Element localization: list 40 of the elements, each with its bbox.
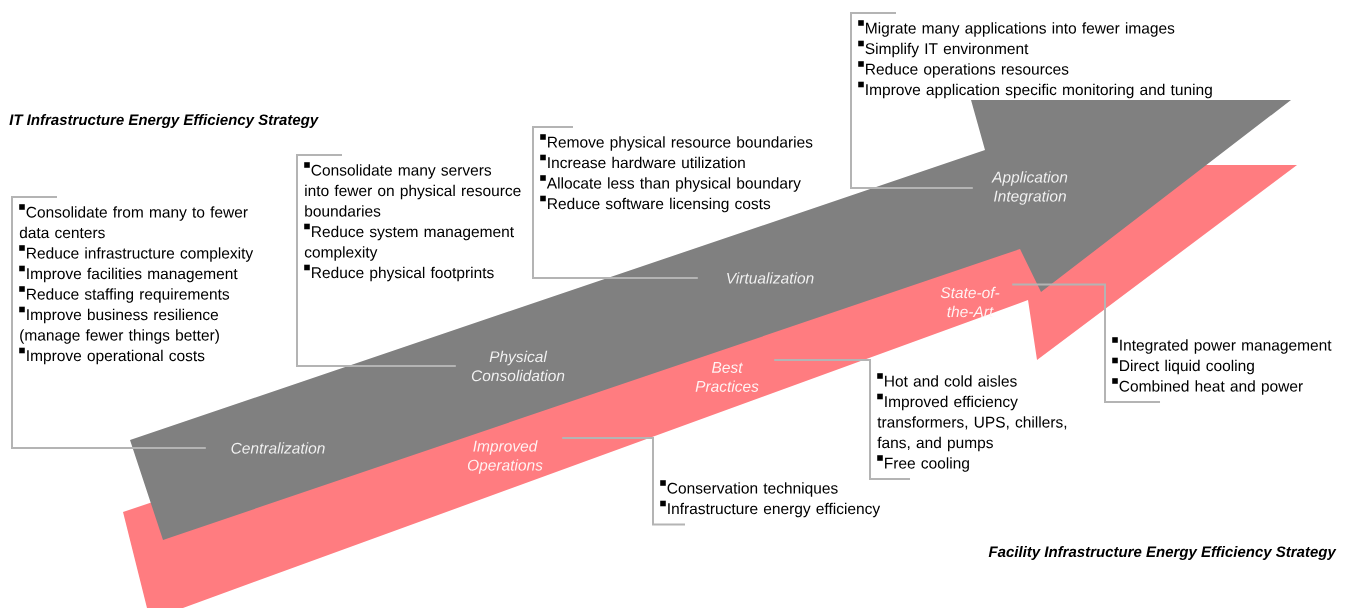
bracket-line (11, 196, 207, 449)
strategy-title: IT Infrastructure Energy Efficiency Strategy (9, 114, 319, 128)
list-item: Reduce system management complexity (304, 223, 514, 261)
bracket-line (773, 358, 911, 480)
list-item: Reduce software licensing costs (540, 195, 771, 213)
bracket-line (296, 154, 457, 367)
list-item: Reduce physical footprints (304, 264, 494, 282)
stage-label: Improved Operations (467, 440, 543, 474)
list-item: Allocate less than physical boundary (540, 175, 801, 192)
strategy-title: Facility Infrastructure Energy Efficiency Strategy (988, 546, 1337, 560)
list-item: Integrated power management (1112, 337, 1332, 354)
list-item: Consolidate from many to fewer data centers (19, 204, 248, 239)
list-item: Improve application specific monitoring and tuning (858, 81, 1212, 99)
list-item: Direct liquid cooling (1112, 357, 1254, 375)
bracket-line (532, 126, 699, 279)
list-item: Infrastructure energy efficiency (660, 500, 881, 518)
list-item: Improve facilities management (19, 265, 238, 283)
stage-label: Application Integration (991, 171, 1068, 205)
list-item: Reduce infrastructure complexity (19, 245, 254, 262)
list-item: Increase hardware utilization (540, 154, 745, 169)
bracket-line (561, 437, 686, 526)
list-item: Combined heat and power (1112, 378, 1303, 395)
list-item: Remove physical resource boundaries (540, 134, 813, 151)
list-item: Improve business resilience (manage fewer things better) (19, 306, 219, 344)
stage-label: Physical Consolidation (471, 350, 565, 382)
bracket-line (850, 12, 974, 189)
list-item: Migrate many applications into fewer images (858, 20, 1175, 37)
list-item: Free cooling (877, 455, 969, 472)
list-item: Hot and cold aisles (877, 373, 1017, 387)
list-item: Improved efficiency transformers, UPS, chillers, fans, and pumps (877, 393, 1067, 452)
list-item: Reduce operations resources (858, 61, 1069, 78)
list-item: Reduce staffing requirements (19, 286, 230, 303)
list-item: Consolidate many servers into fewer on physical resource boundaries (304, 162, 521, 217)
list-item: Improve operational costs (19, 347, 205, 365)
stage-label: Best Practices (695, 362, 759, 392)
bracket-line (1011, 283, 1161, 403)
list-item: Conservation techniques (660, 480, 838, 497)
stage-label: Centralization (231, 442, 325, 454)
stage-label: Virtualization (727, 272, 814, 284)
list-item: Simplify IT environment (858, 40, 1029, 58)
